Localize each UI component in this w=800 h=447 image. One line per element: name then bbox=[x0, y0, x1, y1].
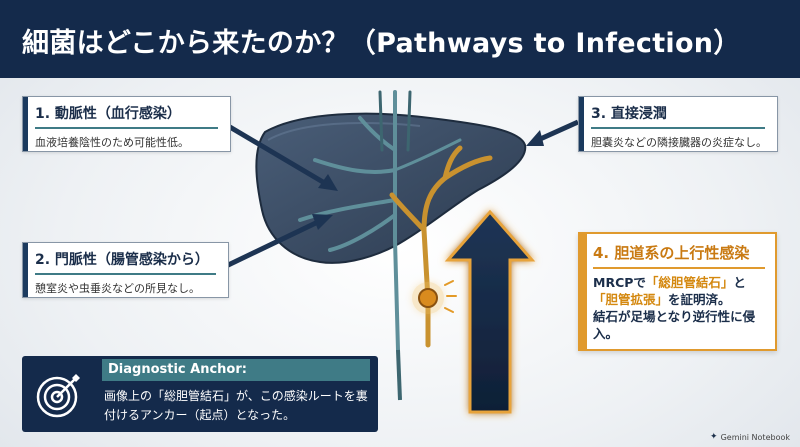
sparkle-icon: ✦ bbox=[710, 432, 718, 442]
portal-arrow bbox=[220, 214, 333, 271]
route-title-portal: 2. 門脈性（腸管感染から） bbox=[35, 252, 209, 268]
bile-duct bbox=[389, 145, 493, 348]
route-box-portal: 2. 門脈性（腸管感染から） 憩室炎や虫垂炎などの所見なし。 bbox=[22, 242, 229, 298]
route-box-ascending: 4. 胆道系の上行性感染 MRCPで「総胆管結石」と 「胆管拡張」を証明済。 結… bbox=[578, 232, 777, 351]
arterial-arrow bbox=[216, 117, 338, 191]
route-box-direct: 3. 直接浸潤 胆嚢炎などの隣接臓器の炎症なし。 bbox=[578, 96, 778, 152]
route-desc-ascending: MRCPで「総胆管結石」と 「胆管拡張」を証明済。 結石が足場となり逆行性に侵入… bbox=[593, 275, 756, 341]
gallstone-icon bbox=[418, 288, 438, 308]
route-title-ascending: 4. 胆道系の上行性感染 bbox=[593, 244, 750, 262]
route-desc-portal: 憩室炎や虫垂炎などの所見なし。 bbox=[35, 282, 200, 295]
highlight-cbd-stone: 「総胆管結石」 bbox=[645, 275, 734, 290]
anchor-label: Diagnostic Anchor: bbox=[102, 359, 370, 381]
route-desc-arterial: 血液培養陰性のため可能性低。 bbox=[35, 136, 189, 149]
vascular-tree bbox=[298, 90, 462, 352]
ascending-arrow bbox=[444, 209, 536, 414]
route-title-arterial: 1. 動脈性（血行感染） bbox=[35, 106, 181, 122]
direct-arrow bbox=[526, 119, 580, 146]
anchor-text: 画像上の「総胆管結石」が、この感染ルートを裏付けるアンカー（起点）となった。 bbox=[104, 389, 368, 422]
target-icon bbox=[36, 374, 80, 418]
header-bar: 細菌はどこから来たのか？（Pathways to Infection） bbox=[0, 0, 800, 78]
page-title: 細菌はどこから来たのか？（Pathways to Infection） bbox=[22, 28, 741, 59]
route-desc-direct: 胆嚢炎などの隣接臓器の炎症なし。 bbox=[591, 136, 767, 149]
highlight-duct-dilation: 「胆管拡張」 bbox=[593, 292, 669, 307]
route-title-direct: 3. 直接浸潤 bbox=[591, 106, 667, 122]
footer-text: Gemini Notebook bbox=[720, 432, 790, 442]
footer-brand: ✦ Gemini Notebook bbox=[710, 432, 790, 442]
diagnostic-anchor-box: Diagnostic Anchor: 画像上の「総胆管結石」が、この感染ルートを… bbox=[22, 356, 378, 432]
route-box-arterial: 1. 動脈性（血行感染） 血液培養陰性のため可能性低。 bbox=[22, 96, 231, 152]
